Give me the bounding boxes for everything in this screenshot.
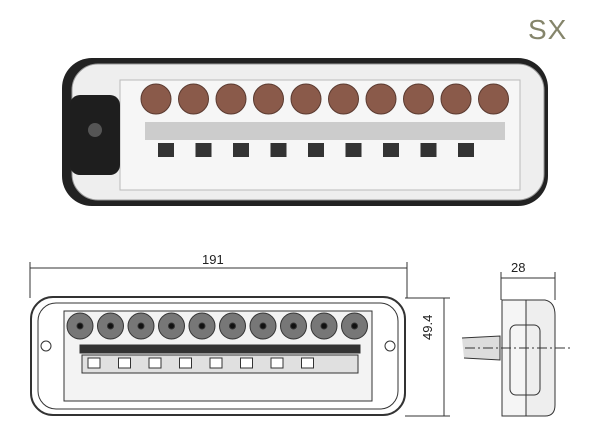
drawing-led-center [137,322,145,330]
lamp-photo [62,58,548,206]
photo-smd-led [270,143,287,157]
photo-smd-led [458,143,474,157]
photo-led [253,83,284,115]
photo-smd-led [195,143,212,157]
photo-led [365,83,397,115]
photo-led [440,83,472,115]
drawing-smd-led [301,357,314,369]
drawing-led-center [107,322,114,330]
photo-led [215,83,247,115]
variant-label: SX [528,14,568,45]
photo-smd-led [233,143,249,157]
depth-dimension: 28 [511,260,526,275]
drawing-smd-led [209,357,223,369]
drawing-smd-led [148,357,162,369]
front-view-drawing [29,262,570,417]
drawing-led-center [290,322,297,330]
drawing-led-center [168,322,175,330]
photo-led [403,83,434,115]
drawing-led-center [229,322,236,330]
drawing-smd-led [179,357,192,369]
drawing-smd-led [87,357,101,369]
height-dimension: 49.4 [420,314,435,340]
photo-led [478,83,509,115]
photo-smd-led [308,143,324,157]
photo-smd-led [345,143,362,157]
drawing-led-center [351,322,358,330]
drawing-smd-led [118,357,131,369]
photo-smd-led [420,143,437,157]
photo-smd-led [383,143,399,157]
drawing-smd-led [240,357,253,369]
drawing-smd-led [270,357,284,369]
drawing-led-center [76,322,84,330]
length-dimension: 191 [202,252,224,267]
photo-led [290,83,322,115]
photo-led [178,83,209,115]
drawing-led-center [198,322,206,330]
photo-led [140,83,172,115]
drawing-led-center [259,322,267,330]
drawing-led-center [320,322,328,330]
photo-smd-led [158,143,174,157]
photo-led [328,83,359,115]
